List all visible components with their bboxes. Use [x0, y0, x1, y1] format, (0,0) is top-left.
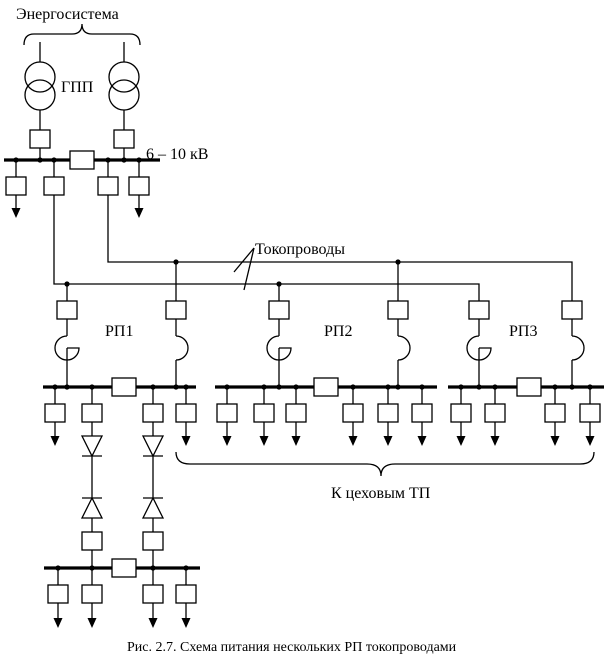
bottom-busbar [44, 558, 200, 578]
busways-leader-1 [233, 247, 255, 273]
busway-1 [53, 195, 480, 301]
rp1-link-line-1 [80, 387, 104, 568]
rp1-input-1 [54, 284, 80, 387]
rp2-feeders [216, 387, 433, 446]
busways-leader-2 [243, 247, 255, 291]
busway-2-breaker [97, 176, 119, 196]
rp2-label: РП2 [324, 323, 352, 340]
gpp-transformer-right [108, 42, 140, 130]
rp1-link-line-2 [141, 387, 165, 568]
rp3-label: РП3 [509, 323, 537, 340]
gpp-feeder-1 [5, 160, 27, 218]
rp1-feeders [44, 387, 197, 446]
rp1-label: РП1 [105, 323, 133, 340]
shop-tp-brace [175, 451, 595, 477]
rp3-busbar [448, 377, 604, 397]
power-system-brace [23, 23, 141, 46]
gpp-label: ГПП [61, 79, 94, 96]
rp3-input-2 [561, 300, 585, 387]
rp2-busbar [215, 377, 437, 397]
busways-label: Токопроводы [255, 241, 345, 258]
busway-1-breaker [43, 176, 65, 196]
to-shop-tp-label: К цеховым ТП [331, 485, 431, 502]
gpp-feeder-2 [128, 160, 150, 218]
busway-2 [107, 195, 573, 301]
figure-caption: Рис. 2.7. Схема питания нескольких РП то… [127, 640, 457, 655]
gpp-breaker-right [113, 129, 135, 149]
power-system-label: Энергосистема [16, 6, 119, 23]
voltage-label: 6 – 10 кВ [146, 146, 208, 163]
rp3-feeders [450, 387, 601, 446]
bottom-feeders [47, 568, 197, 628]
gpp-transformer-left [24, 42, 56, 130]
gpp-breaker-left [29, 129, 51, 149]
rp1-input-2 [165, 262, 189, 387]
rp3-input-1 [466, 300, 492, 387]
rp2-input-1 [266, 284, 292, 387]
rp2-input-2 [387, 262, 411, 387]
